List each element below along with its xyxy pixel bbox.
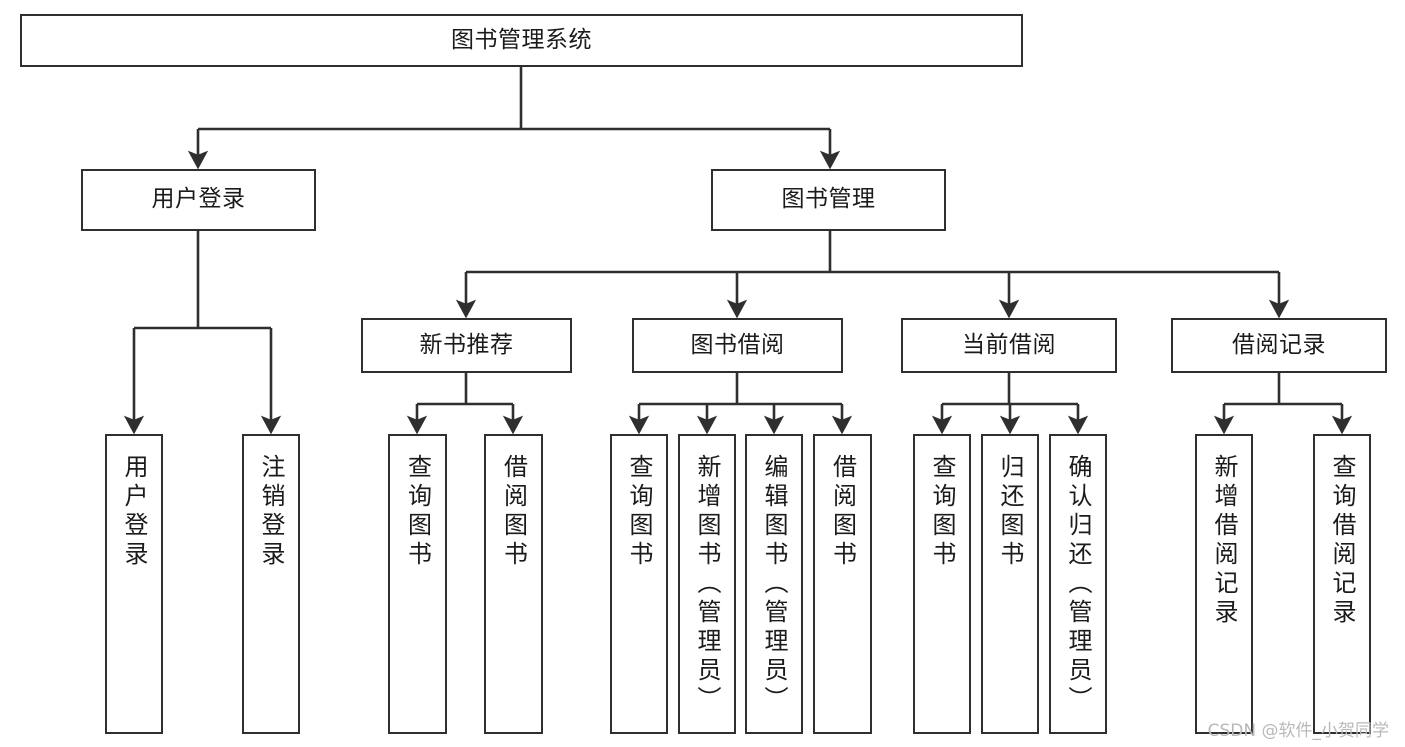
leaf-add-borrowing-record[interactable]: 新增借阅记录 (1195, 434, 1253, 734)
leaf-edit-book-admin[interactable]: 编辑图书（管理员） (745, 434, 803, 734)
node-borrowing-records[interactable]: 借阅记录 (1171, 318, 1387, 373)
node-user-login[interactable]: 用户登录 (81, 169, 316, 231)
node-label: 查询图书 (928, 454, 956, 570)
node-label: 查询图书 (625, 454, 653, 570)
leaf-return-books[interactable]: 归还图书 (981, 434, 1039, 734)
node-root-book-management-system[interactable]: 图书管理系统 (20, 14, 1023, 67)
node-book-borrowing[interactable]: 图书借阅 (632, 318, 843, 373)
node-label: 确认归还（管理员） (1064, 454, 1092, 715)
leaf-borrow-books-borrowing[interactable]: 借阅图书 (813, 434, 872, 734)
node-current-borrowing[interactable]: 当前借阅 (901, 318, 1117, 373)
node-label: 查询图书 (403, 454, 432, 570)
node-label: 借阅图书 (828, 454, 857, 570)
leaf-add-book-admin[interactable]: 新增图书（管理员） (678, 434, 736, 734)
node-label: 新增图书（管理员） (693, 454, 721, 715)
leaf-query-books-current[interactable]: 查询图书 (913, 434, 971, 734)
node-label: 查询借阅记录 (1328, 454, 1356, 628)
leaf-query-books-borrowing[interactable]: 查询图书 (610, 434, 668, 734)
node-new-book-recommendation[interactable]: 新书推荐 (361, 318, 572, 373)
leaf-confirm-return-admin[interactable]: 确认归还（管理员） (1049, 434, 1107, 734)
node-label: 借阅图书 (499, 454, 528, 570)
node-label: 图书管理 (781, 186, 876, 213)
node-label: 编辑图书（管理员） (760, 454, 788, 715)
node-label: 归还图书 (996, 454, 1024, 570)
node-label: 注销登录 (257, 454, 285, 570)
leaf-query-borrowing-record[interactable]: 查询借阅记录 (1313, 434, 1371, 734)
node-label: 用户登录 (120, 454, 148, 570)
leaf-borrow-books-recommendation[interactable]: 借阅图书 (484, 434, 543, 734)
node-label: 借阅记录 (1232, 331, 1326, 358)
node-label: 当前借阅 (962, 331, 1056, 358)
node-book-management[interactable]: 图书管理 (711, 169, 946, 231)
node-label: 用户登录 (151, 186, 246, 213)
node-label: 图书管理系统 (451, 26, 592, 53)
node-label: 新增借阅记录 (1210, 454, 1238, 628)
node-label: 图书借阅 (690, 331, 785, 358)
leaf-user-login[interactable]: 用户登录 (105, 434, 163, 734)
leaf-query-books-recommendation[interactable]: 查询图书 (388, 434, 447, 734)
leaf-logout[interactable]: 注销登录 (242, 434, 300, 734)
node-label: 新书推荐 (419, 331, 514, 358)
